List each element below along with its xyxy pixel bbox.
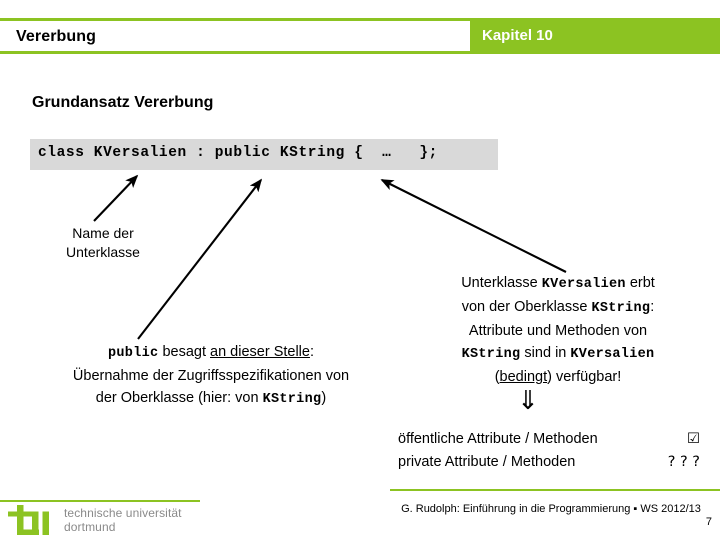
explanation-inheritance-line5-underlined: bedingt (499, 369, 548, 385)
explanation-inheritance-line5-end: ) verfügbar! (547, 369, 622, 385)
question-marks-icon: ? ? ? (667, 454, 700, 470)
inline-code-kstring-1: KString (591, 301, 651, 316)
inline-code-kversalien-1: KVersalien (541, 277, 626, 292)
explanation-public-line3: der Oberklasse (hier: von KString) (20, 387, 402, 411)
inline-code-public: public (108, 346, 159, 361)
result-label-public: öffentliche Attribute / Methoden (398, 431, 598, 447)
label-subclass-name-line2: Unterklasse (66, 244, 140, 260)
tu-logo-mark-icon (8, 505, 49, 535)
inline-code-kstring-2: KString (461, 347, 521, 362)
logo-divider (0, 500, 200, 502)
label-subclass-name: Name der Unterklasse (38, 224, 168, 262)
explanation-inheritance-line5: (bedingt) verfügbar! (398, 366, 718, 388)
explanation-inheritance-line1-start: Unterklasse (461, 275, 542, 291)
tu-dortmund-logo: technische universität dortmund (8, 505, 208, 537)
double-down-arrow-icon: ⇓ (517, 386, 539, 416)
tu-logo-wordmark: technische universität dortmund (64, 506, 182, 534)
tu-logo-wordmark-line1: technische universität (64, 506, 182, 520)
explanation-inheritance-line2: von der Oberklasse KString: (398, 296, 718, 320)
label-subclass-name-line1: Name der (72, 225, 134, 241)
explanation-inheritance-line2-end: : (650, 299, 655, 315)
explanation-inheritance: Unterklasse KVersalien erbt von der Ober… (398, 272, 718, 388)
explanation-public-keyword: public besagt an dieser Stelle: Übernahm… (20, 341, 402, 411)
footer-divider (390, 489, 720, 491)
explanation-public-line1: public besagt an dieser Stelle: (20, 341, 402, 365)
explanation-inheritance-line4-mid: sind in (520, 345, 571, 361)
footer-page-number: 7 (705, 516, 712, 528)
explanation-public-line3-end: ) (321, 390, 327, 406)
arrow-to-superclass-name (380, 179, 567, 273)
header-title: Vererbung (16, 28, 97, 45)
page-title: Grundansatz Vererbung (32, 94, 214, 111)
explanation-public-line1-mid: besagt (158, 344, 211, 360)
arrow-to-subclass-name (93, 174, 139, 222)
result-row-private: private Attribute / Methoden ? ? ? (398, 451, 706, 474)
explanation-public-line3-start: der Oberklasse (hier: von (95, 390, 263, 406)
explanation-inheritance-line4: KString sind in KVersalien (398, 342, 718, 366)
result-row-public: öffentliche Attribute / Methoden ☑ (398, 428, 706, 451)
checkbox-checked-icon: ☑ (687, 431, 700, 447)
code-snippet-box: class KVersalien : public KString { … }; (30, 139, 498, 170)
explanation-inheritance-line1: Unterklasse KVersalien erbt (398, 272, 718, 296)
slide-header: Vererbung Kapitel 10 (0, 18, 720, 54)
explanation-public-line2: Übernahme der Zugriffsspezifikationen vo… (72, 368, 350, 384)
code-snippet-text: class KVersalien : public KString { … }; (38, 145, 438, 161)
result-list: öffentliche Attribute / Methoden ☑ priva… (398, 428, 706, 474)
header-chapter-label: Kapitel 10 (482, 27, 553, 44)
inline-code-kversalien-2: KVersalien (570, 347, 655, 362)
footer-course-info: G. Rudolph: Einführung in die Programmie… (401, 503, 701, 515)
result-label-private: private Attribute / Methoden (398, 454, 576, 470)
header-chapter-block: Kapitel 10 (470, 21, 720, 51)
explanation-public-line1-end: : (309, 344, 314, 360)
explanation-inheritance-line2-start: von der Oberklasse (461, 299, 592, 315)
tu-logo-wordmark-line2: dortmund (64, 520, 116, 534)
inline-code-kstring-left: KString (262, 392, 322, 407)
explanation-inheritance-line1-end: erbt (625, 275, 655, 291)
explanation-inheritance-line5-open: ( (494, 369, 500, 385)
explanation-inheritance-line3: Attribute und Methoden von (468, 323, 648, 339)
explanation-public-line1-underlined: an dieser Stelle (210, 344, 310, 360)
